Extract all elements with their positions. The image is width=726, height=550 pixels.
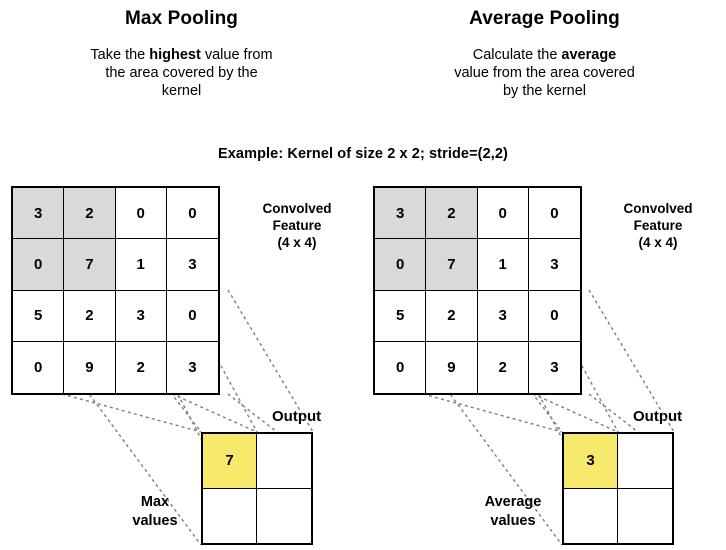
matrix-cell: 3 [188, 358, 197, 376]
description-emphasis: highest [149, 47, 201, 63]
matrix-cell: 0 [115, 188, 167, 240]
convolved-feature-label-line1: Convolved [623, 201, 693, 216]
matrix-cell: 0 [528, 188, 580, 240]
panel-average-pooling: Average Pooling Calculate the average va… [363, 0, 726, 550]
panel-max-pooling: Max Pooling Take the highest value from … [0, 8, 363, 546]
matrix-cell: 0 [375, 239, 427, 291]
output-cell [618, 434, 672, 489]
panel-heading-max-pooling: Max Pooling [125, 8, 238, 29]
matrix-cell: 3 [528, 239, 580, 291]
matrix-cell: 3 [375, 188, 427, 240]
matrix-cell: 7 [64, 239, 116, 291]
matrix-cell: 2 [426, 290, 478, 342]
matrix-cell: 0 [166, 188, 218, 240]
output-grid: 7 [201, 432, 313, 545]
description-line1: Calculate the average [473, 47, 617, 63]
matrix-cell: 9 [426, 341, 478, 393]
output-cell [257, 434, 311, 489]
matrix-cell: 3 [550, 358, 559, 376]
convolved-feature-grid: 3 2 0 0 0 7 1 3 5 2 3 0 0 9 2 3 [373, 186, 582, 395]
output-cell [618, 488, 672, 543]
values-label: Max values [100, 493, 210, 531]
matrix-cell: 0 [477, 188, 529, 240]
output-label: Output [272, 408, 322, 425]
description-text: value from [200, 47, 273, 63]
description-emphasis: average [561, 47, 617, 63]
description-line3: by the kernel [502, 83, 587, 99]
matrix-cell: 3 [166, 239, 218, 291]
matrix-cell: 2 [478, 341, 529, 393]
matrix-cell: 5 [13, 290, 65, 342]
output-cell [257, 488, 311, 543]
matrix-cell: 0 [13, 239, 65, 291]
matrix-cell: 7 [426, 239, 478, 291]
output-grid: 3 [562, 432, 674, 545]
convolved-feature-grid: 3 2 0 0 0 7 1 3 5 2 3 0 0 9 2 3 [11, 186, 220, 395]
convolved-feature-label: Convolved Feature (4 x 4) [237, 200, 357, 251]
panel-description-max-pooling: Take the highest value from the area cov… [0, 46, 363, 100]
matrix-cell: 2 [64, 290, 116, 342]
matrix-cell: 0 [13, 341, 65, 393]
output-cell [203, 488, 257, 543]
output-label: Output [633, 408, 683, 425]
convolved-feature-label: Convolved Feature (4 x 4) [598, 200, 718, 251]
values-label-line2: values [490, 513, 536, 529]
matrix-cell: 2 [116, 341, 167, 393]
matrix-cell: 2 [426, 188, 478, 240]
convolved-feature-label-line1: Convolved [262, 201, 332, 216]
matrix-cell: 3 [13, 188, 65, 240]
matrix-cell: 5 [375, 290, 427, 342]
description-line1: Take the highest value from [90, 47, 272, 63]
description-line3: kernel [161, 83, 202, 99]
description-text: Calculate the [472, 47, 562, 63]
values-label-line1: Average [484, 494, 542, 510]
matrix-cell: 0 [166, 291, 218, 342]
matrix-cell: 3 [115, 290, 167, 342]
output-cell [564, 488, 618, 543]
example-caption: Example: Kernel of size 2 x 2; stride=(2… [218, 146, 508, 162]
matrix-cell: 0 [528, 291, 580, 342]
convolved-feature-label-line3: (4 x 4) [277, 235, 317, 250]
output-cell: 7 [203, 434, 257, 489]
panel-description-average-pooling: Calculate the average value from the are… [363, 46, 726, 100]
matrix-cell: 2 [64, 188, 116, 240]
convolved-feature-label-line3: (4 x 4) [638, 235, 678, 250]
description-line2: the area covered by the [105, 65, 258, 81]
convolved-feature-label-line2: Feature [272, 218, 322, 233]
values-label: Average values [458, 493, 568, 531]
matrix-cell: 3 [477, 290, 529, 342]
description-text: Take the [90, 47, 150, 63]
matrix-cell: 0 [375, 341, 427, 393]
panel-heading-average-pooling: Average Pooling [469, 8, 620, 29]
matrix-cell: 1 [477, 239, 529, 291]
values-label-line2: values [132, 513, 178, 529]
description-line2: value from the area covered [454, 65, 635, 81]
matrix-cell: 1 [115, 239, 167, 291]
matrix-cell: 9 [64, 341, 116, 393]
convolved-feature-label-line2: Feature [633, 218, 683, 233]
values-label-line1: Max [140, 494, 170, 510]
output-cell: 3 [564, 434, 618, 489]
